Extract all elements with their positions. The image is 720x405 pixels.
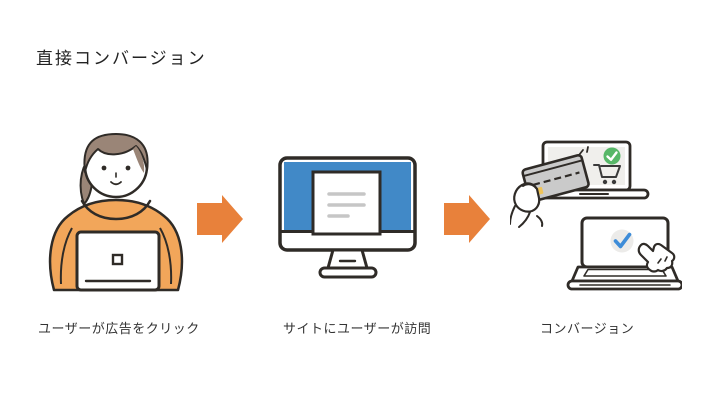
hair: [83, 133, 149, 173]
diagram-title: 直接コンバージョン: [36, 49, 207, 68]
monitor-stand-base: [318, 266, 378, 279]
shopping-cart-icon: [593, 164, 621, 178]
click-spark-1: [578, 149, 584, 156]
check-circle-green-icon: [603, 147, 621, 165]
step-label-visit: サイトにユーザーが訪問: [283, 321, 432, 336]
left-eye: [101, 165, 107, 171]
monitor-stand-neck: [326, 248, 369, 270]
step-label-conversion: コンバージョン: [540, 321, 635, 336]
flow-arrow-icon: [444, 195, 490, 243]
right-eye: [125, 165, 131, 171]
cart-wheel-right: [611, 179, 617, 185]
hair-lock: [133, 146, 145, 173]
hand-holding-card: [510, 182, 544, 228]
cart-wheel-left: [602, 179, 608, 185]
check-mark-white: [606, 151, 618, 161]
conversion-illustration: [510, 140, 682, 291]
laptop-logo: [111, 253, 124, 266]
bottom-laptop-keys: [583, 268, 667, 277]
hood-opening: [80, 199, 152, 221]
click-spark-2: [586, 146, 589, 153]
woman-at-laptop-illustration: [48, 133, 184, 292]
desktop-monitor-illustration: [278, 156, 417, 279]
check-mark-blue: [613, 232, 632, 249]
purchase-laptop: [510, 140, 650, 228]
conversion-laptop: [566, 216, 682, 291]
laptop-lid: [75, 230, 161, 292]
monitor-figure: [278, 156, 417, 279]
step-label-click: ユーザーが広告をクリック: [38, 321, 200, 336]
webpage-panel: [311, 170, 382, 236]
flow-arrow-icon: [197, 195, 243, 243]
left-arm-seam: [59, 227, 73, 285]
right-arm-seam: [159, 227, 173, 285]
woman-figure: [48, 133, 184, 292]
hand-pointer-icon: [637, 242, 676, 273]
mouth: [110, 181, 122, 186]
